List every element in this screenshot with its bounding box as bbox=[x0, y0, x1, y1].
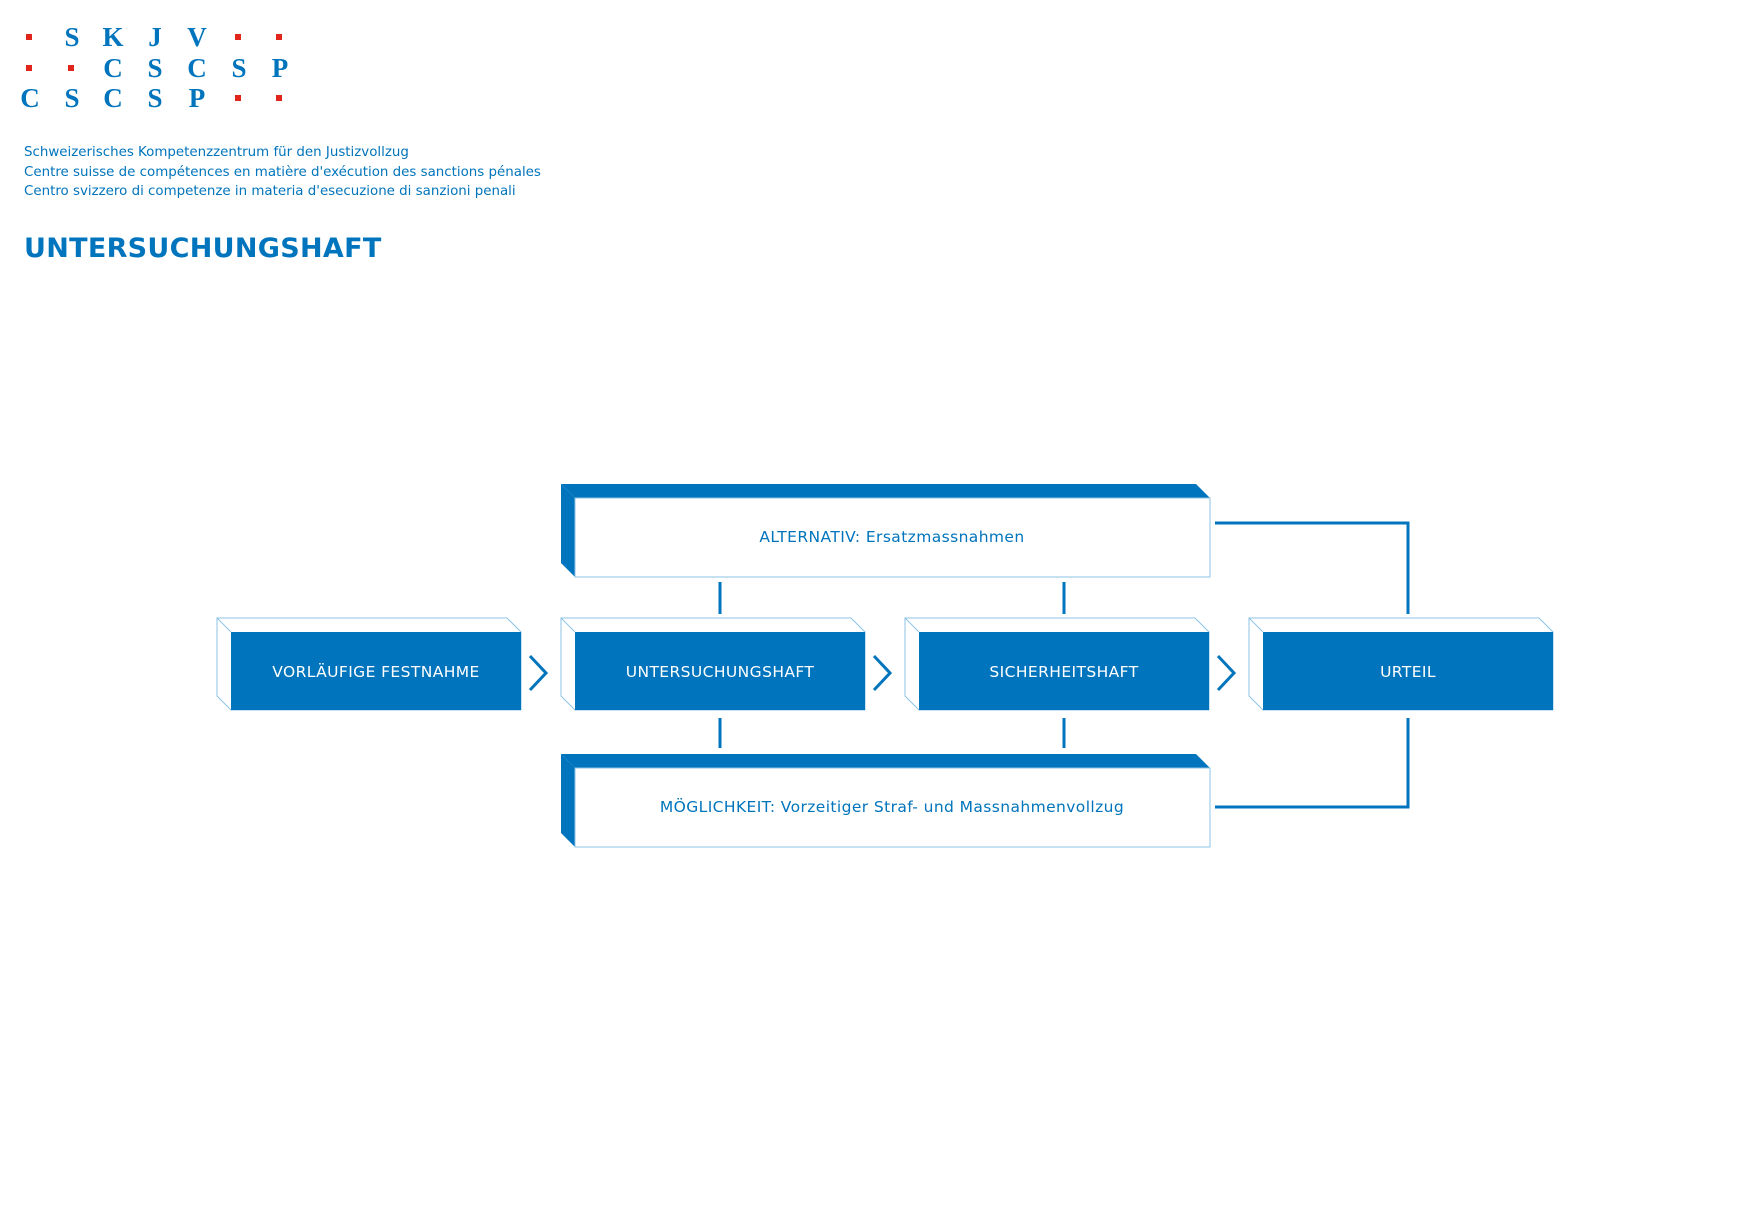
node-moeglichkeit-label: MÖGLICHKEIT: Vorzeitiger Straf- und Mass… bbox=[660, 797, 1124, 816]
logo-letter: V bbox=[187, 22, 207, 52]
chevron-right-icon bbox=[1216, 654, 1237, 692]
connector-lines bbox=[718, 521, 1410, 809]
logo-letter: C bbox=[20, 83, 40, 113]
node-vorlaeufige-festnahme-edge bbox=[216, 617, 232, 633]
logo-dot bbox=[224, 83, 254, 113]
node-urteil: URTEIL bbox=[1248, 617, 1554, 711]
logo-dot bbox=[57, 53, 87, 83]
node-sicherheitshaft-label: SICHERHEITSHAFT bbox=[989, 663, 1138, 681]
logo-dot bbox=[224, 22, 254, 52]
node-vorlaeufige-festnahme-face bbox=[231, 632, 521, 710]
flow-arrows bbox=[528, 654, 1237, 692]
connector-urteil-moeglichkeit bbox=[1215, 718, 1410, 809]
node-moeglichkeit-side bbox=[561, 754, 575, 847]
node-untersuchungshaft: UNTERSUCHUNGSHAFT bbox=[560, 617, 866, 711]
chevron-right-icon bbox=[872, 654, 893, 692]
chevron-right-icon bbox=[528, 654, 549, 692]
node-alternativ-face bbox=[574, 497, 1211, 578]
node-sicherheitshaft-face bbox=[919, 632, 1209, 710]
logo-dot bbox=[265, 22, 295, 52]
logo-letter: S bbox=[64, 83, 80, 113]
logo-letter: S bbox=[147, 83, 163, 113]
logo-letter: C bbox=[187, 53, 207, 83]
logo-letter: J bbox=[148, 22, 162, 52]
node-moeglichkeit-face bbox=[574, 767, 1211, 848]
node-urteil-edge bbox=[1248, 617, 1264, 633]
organization-name-fr: Centre suisse de compétences en matière … bbox=[24, 164, 541, 180]
node-untersuchungshaft-label: UNTERSUCHUNGSHAFT bbox=[626, 663, 815, 681]
logo-letter: S bbox=[147, 53, 163, 83]
logo-letter: C bbox=[103, 53, 123, 83]
node-untersuchungshaft-face bbox=[575, 632, 865, 710]
node-vorlaeufige-festnahme: VORLÄUFIGE FESTNAHME bbox=[216, 617, 522, 711]
logo-letter: S bbox=[231, 53, 247, 83]
node-urteil-face bbox=[1263, 632, 1553, 710]
node-alternativ-bevel bbox=[561, 484, 1210, 498]
node-alternativ-label: ALTERNATIV: Ersatzmassnahmen bbox=[759, 528, 1024, 546]
node-alternativ: ALTERNATIV: Ersatzmassnahmen bbox=[561, 484, 1211, 578]
connector-alternativ-urteil bbox=[1215, 521, 1410, 614]
logo-letter: S bbox=[64, 22, 80, 52]
node-sicherheitshaft-edge bbox=[904, 617, 920, 633]
page-title: UNTERSUCHUNGSHAFT bbox=[24, 233, 382, 264]
logo-dot bbox=[265, 83, 295, 113]
logo-dot bbox=[15, 53, 45, 83]
node-alternativ-side bbox=[561, 484, 575, 577]
logo-letter: P bbox=[271, 53, 289, 83]
node-vorlaeufige-festnahme-label: VORLÄUFIGE FESTNAHME bbox=[272, 662, 480, 681]
logo-letter: K bbox=[102, 22, 124, 52]
node-urteil-label: URTEIL bbox=[1380, 663, 1436, 681]
organization-name-it: Centro svizzero di competenze in materia… bbox=[24, 184, 516, 199]
node-moeglichkeit-bevel bbox=[561, 754, 1210, 768]
logo-letter: C bbox=[103, 83, 123, 113]
organization-name-de: Schweizerisches Kompetenzzentrum für den… bbox=[24, 145, 409, 160]
node-untersuchungshaft-edge bbox=[560, 617, 576, 633]
logo-letter: P bbox=[188, 83, 206, 113]
logo-dot bbox=[15, 22, 45, 52]
organization-names: Schweizerisches Kompetenzzentrum für den… bbox=[24, 143, 541, 202]
node-sicherheitshaft: SICHERHEITSHAFT bbox=[904, 617, 1210, 711]
node-moeglichkeit: MÖGLICHKEIT: Vorzeitiger Straf- und Mass… bbox=[561, 754, 1211, 848]
